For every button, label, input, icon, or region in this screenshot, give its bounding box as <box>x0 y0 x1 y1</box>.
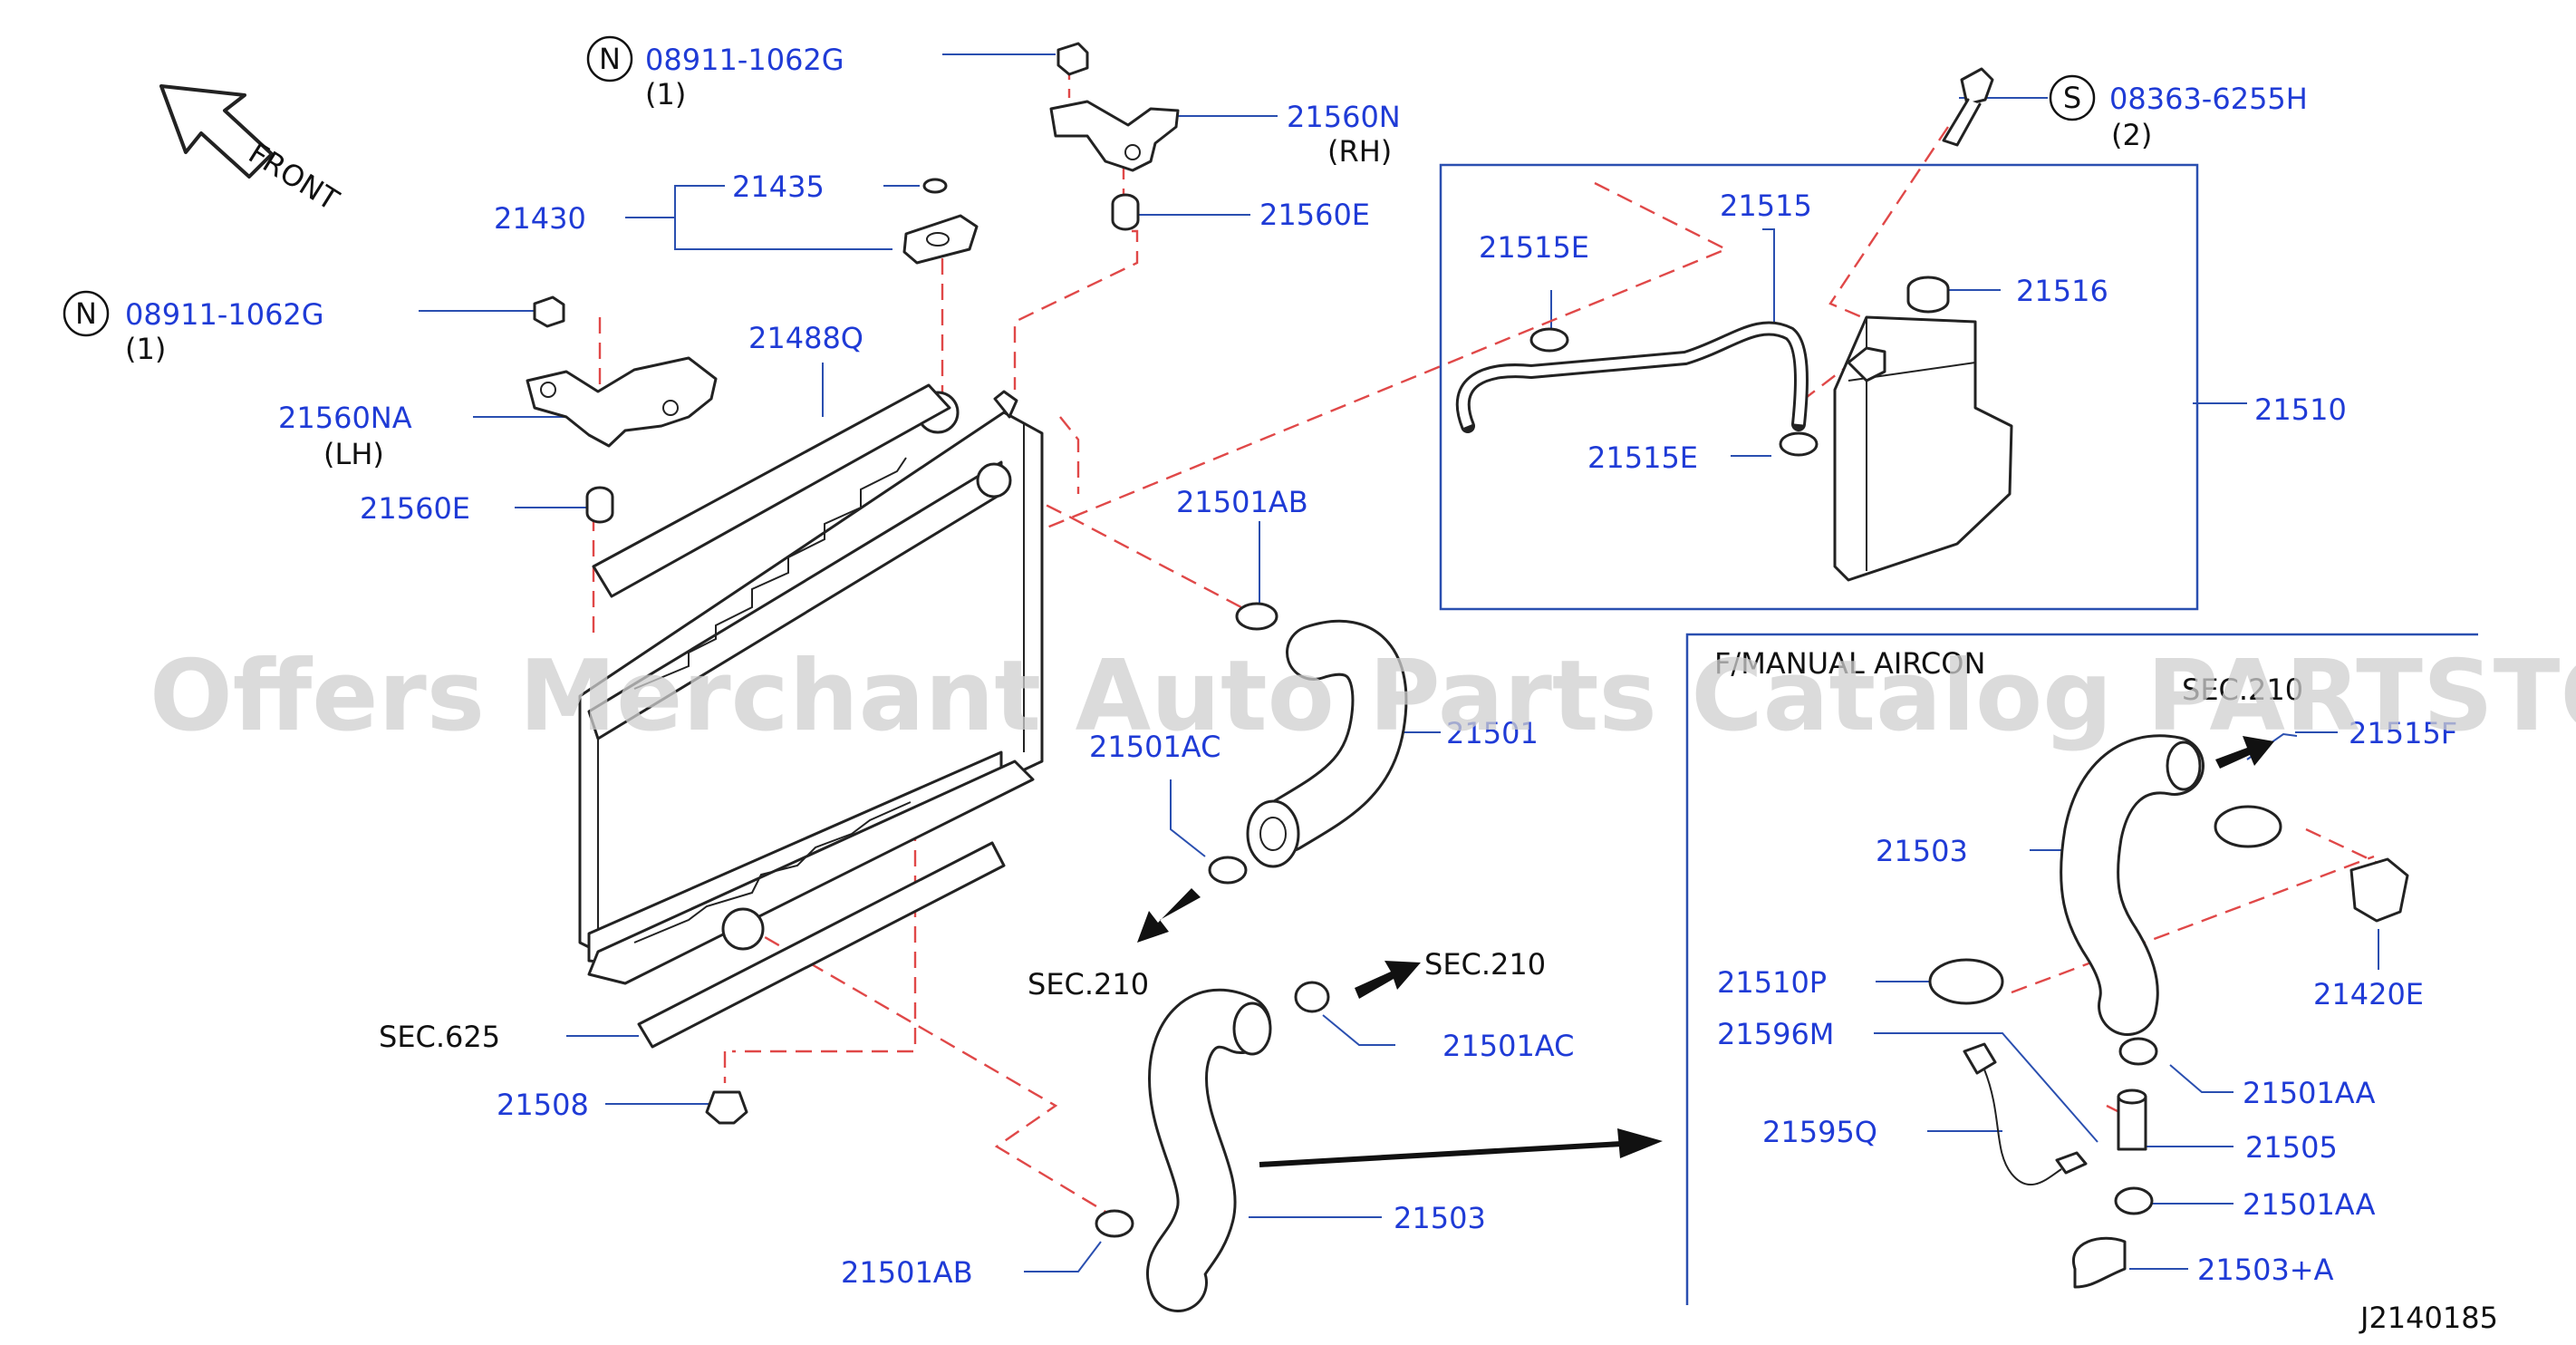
hose-clamp-top <box>1529 327 1569 353</box>
inset-connector-21505 <box>2117 1089 2147 1151</box>
to-inset-arrow-icon <box>1259 1128 1663 1167</box>
nut-top <box>1056 42 1089 76</box>
mount-bracket-rh <box>1049 100 1180 172</box>
label-n2-code[interactable]: 08911-1062G <box>125 297 324 332</box>
clamp-21501ab-top <box>1235 602 1278 631</box>
upper-hose-21501 <box>1246 619 1408 868</box>
label-diagram-id: J2140185 <box>2359 1301 2498 1335</box>
hose-clamp-bottom <box>1779 431 1819 457</box>
label-21503-inset[interactable]: 21503 <box>1876 834 1968 868</box>
label-21560na[interactable]: 21560NA <box>278 401 412 435</box>
label-21503-bottom[interactable]: 21503 <box>1394 1201 1486 1235</box>
label-21501aa-bottom[interactable]: 21501AA <box>2243 1187 2376 1222</box>
label-21596m[interactable]: 21596M <box>1717 1017 1834 1051</box>
inset-clamp-21515f <box>2214 805 2282 848</box>
n-symbol-icon-left: N <box>63 290 110 337</box>
label-21510p[interactable]: 21510P <box>1717 965 1827 1000</box>
label-n1-qty: (1) <box>645 77 686 111</box>
label-21515f[interactable]: 21515F <box>2349 716 2457 750</box>
label-21501ab-top[interactable]: 21501AB <box>1176 485 1308 519</box>
label-21515[interactable]: 21515 <box>1720 189 1812 223</box>
label-21595q[interactable]: 21595Q <box>1762 1115 1877 1149</box>
lower-hose-21503 <box>1146 988 1272 1312</box>
inset-clamp-21501aa-bottom <box>2114 1186 2154 1215</box>
label-21501ab-bottom[interactable]: 21501AB <box>841 1255 973 1290</box>
radiator-core <box>578 390 1044 985</box>
top-seal-21488q <box>592 383 951 598</box>
svg-text:N: N <box>75 296 97 331</box>
svg-text:N: N <box>599 42 621 76</box>
part-labels: 08911-1062G (1) FRONT 21560N (RH) 21435 … <box>125 43 2498 1335</box>
bushing-left <box>585 486 614 524</box>
label-n1-code[interactable]: 08911-1062G <box>645 43 844 77</box>
reservoir-hose-21515 <box>1455 321 1809 433</box>
label-21501[interactable]: 21501 <box>1446 716 1539 750</box>
label-21560e-top[interactable]: 21560E <box>1259 198 1370 232</box>
label-21420e[interactable]: 21420E <box>2313 977 2424 1011</box>
label-21430[interactable]: 21430 <box>494 201 586 236</box>
label-21505[interactable]: 21505 <box>2245 1130 2338 1165</box>
inset-hose-21503a <box>2071 1236 2127 1289</box>
label-21488q[interactable]: 21488Q <box>748 321 863 355</box>
drain-plug-21508 <box>705 1090 748 1125</box>
label-front: FRONT <box>243 136 345 218</box>
label-21560e-left[interactable]: 21560E <box>360 491 470 526</box>
label-21515e-bottom[interactable]: 21515E <box>1587 440 1698 475</box>
reservoir-tank <box>1833 276 2013 582</box>
inset-sensor-21595q <box>1963 1042 2088 1186</box>
label-21515e-top[interactable]: 21515E <box>1479 230 1589 265</box>
label-inset-sec: SEC.210 <box>2182 672 2303 707</box>
label-21501aa-top[interactable]: 21501AA <box>2243 1076 2376 1110</box>
mount-bracket-lh <box>526 356 718 448</box>
label-21516[interactable]: 21516 <box>2016 274 2108 308</box>
bottom-seal <box>637 841 1006 1049</box>
label-s-code[interactable]: 08363-6255H <box>2109 82 2308 116</box>
label-rh: (RH) <box>1327 134 1392 169</box>
clamp-21501ac-right <box>1294 981 1330 1013</box>
label-21435[interactable]: 21435 <box>732 169 825 204</box>
sec210-left-arrow-icon <box>1137 888 1201 943</box>
front-arrow-icon <box>159 84 274 179</box>
reservoir-group-box <box>1439 163 2199 611</box>
label-21501ac-right[interactable]: 21501AC <box>1442 1029 1574 1063</box>
label-sec625: SEC.625 <box>379 1020 500 1054</box>
label-21501ac-left[interactable]: 21501AC <box>1089 730 1220 764</box>
label-lh: (LH) <box>323 437 384 471</box>
watermark: Offers Merchant Auto Parts Catalog PARTS… <box>150 640 2576 753</box>
nut-left <box>533 295 565 328</box>
inset-hose-21503 <box>2060 734 2205 1036</box>
label-21508[interactable]: 21508 <box>497 1088 589 1122</box>
inset-frame <box>1685 633 2478 1305</box>
inset-clip-21420e <box>2349 857 2409 923</box>
label-s-qty: (2) <box>2111 118 2152 152</box>
label-21510[interactable]: 21510 <box>2254 392 2347 427</box>
clamp-21501ac-left <box>1208 856 1248 885</box>
cap-plate-21430 <box>902 214 979 265</box>
label-sec210-left: SEC.210 <box>1028 967 1149 1001</box>
n-symbol-icon-top: N <box>586 35 633 82</box>
o-ring-21435 <box>922 178 948 194</box>
label-inset-title: F/MANUAL AIRCON <box>1714 646 1985 681</box>
label-21560n[interactable]: 21560N <box>1287 100 1401 134</box>
bolt-s <box>1942 67 1994 147</box>
s-symbol-icon: S <box>2049 74 2096 121</box>
bushing-top <box>1111 193 1140 231</box>
label-sec210-right: SEC.210 <box>1424 947 1546 982</box>
inset-clamp-21510p <box>1928 958 2004 1005</box>
sec210-right-arrow-icon <box>1355 961 1421 999</box>
label-n2-qty: (1) <box>125 332 166 366</box>
inset-clamp-21501aa-top <box>2118 1037 2158 1066</box>
clamp-21501ab-bottom <box>1095 1209 1134 1238</box>
svg-text:S: S <box>2063 81 2081 115</box>
inset-sec210-arrow-icon <box>2215 736 2274 769</box>
label-21503a[interactable]: 21503+A <box>2197 1253 2334 1287</box>
